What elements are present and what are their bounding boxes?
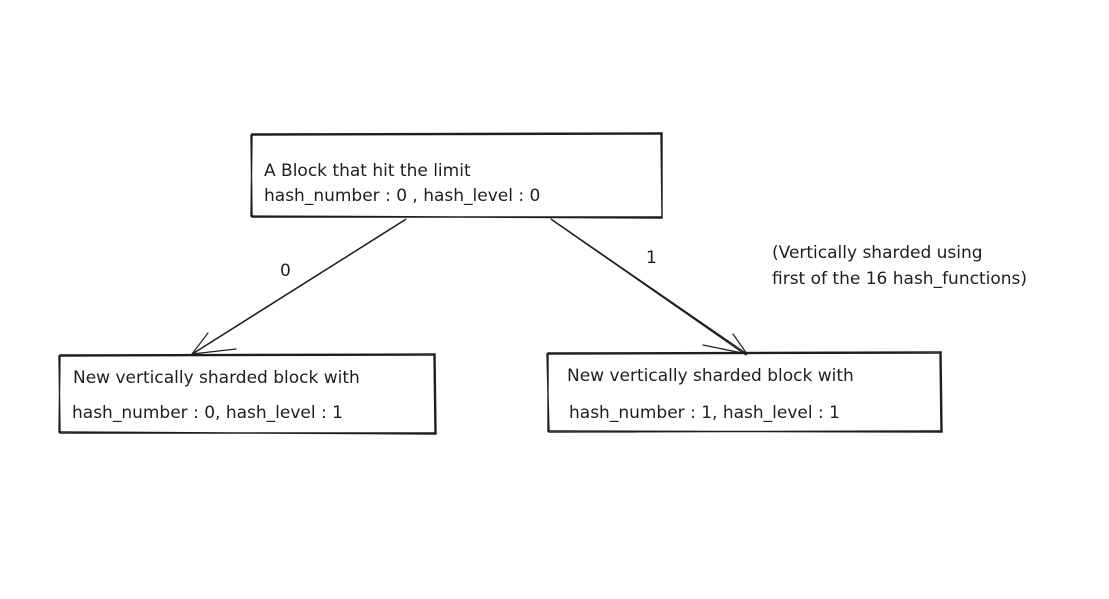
left-edge-label: 0: [280, 261, 291, 281]
right-child-block-title: New vertically sharded block with: [567, 366, 854, 386]
right-arrow-head: [702, 333, 748, 355]
root-block: A Block that hit the limit hash_number :…: [250, 132, 663, 219]
sharding-note-line-1: (Vertically sharded using: [772, 243, 983, 263]
right-arrow-shaft: [550, 218, 748, 356]
left-child-block-right-edge: [433, 353, 437, 435]
right-child-block: New vertically sharded block with hash_n…: [546, 351, 943, 433]
left-arrow-shaft: [190, 218, 407, 356]
left-child-block-left-edge: [58, 354, 61, 434]
right-child-block-left-edge: [546, 352, 550, 433]
root-block-bottom-edge: [250, 215, 663, 219]
right-child-block-right-edge: [939, 351, 943, 433]
left-child-block-hash-info: hash_number : 0, hash_level : 1: [72, 403, 343, 423]
left-arrow: [190, 218, 407, 356]
right-edge-label: 1: [646, 248, 657, 268]
left-arrow-head: [191, 332, 237, 355]
root-block-left-edge: [250, 133, 253, 218]
root-block-top-edge: [251, 132, 663, 136]
left-child-block-top-edge: [59, 353, 436, 357]
right-arrow: [550, 218, 748, 356]
sharding-note-line-2: first of the 16 hash_functions): [772, 269, 1027, 289]
left-child-block-title: New vertically sharded block with: [73, 368, 360, 388]
root-block-hash-info: hash_number : 0 , hash_level : 0: [264, 186, 540, 206]
root-block-title: A Block that hit the limit: [264, 161, 471, 181]
right-child-block-bottom-edge: [547, 430, 943, 433]
right-child-block-hash-info: hash_number : 1, hash_level : 1: [569, 403, 840, 423]
left-child-block: New vertically sharded block with hash_n…: [58, 353, 437, 435]
root-block-right-edge: [660, 132, 663, 219]
left-child-block-bottom-edge: [58, 431, 437, 435]
